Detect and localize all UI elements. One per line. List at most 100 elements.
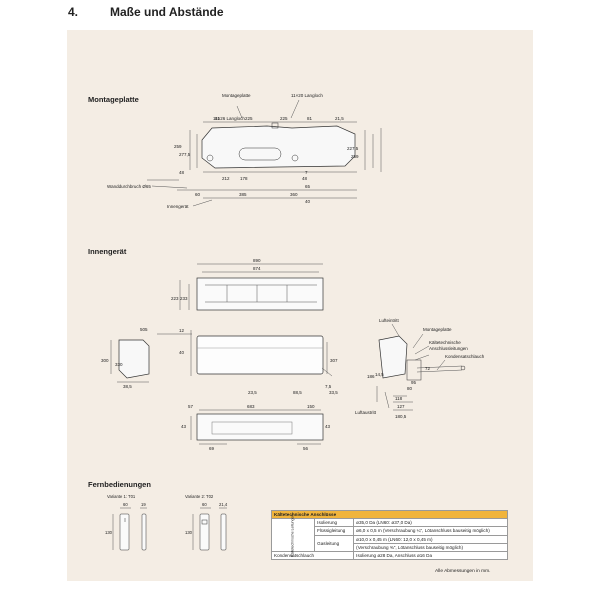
mounting-plate-outline [201, 125, 356, 169]
iu-dim: 118 [395, 396, 403, 401]
remote-t01-side [141, 513, 147, 551]
iu-dim: 307 [330, 358, 338, 363]
iu-dim: 69 [209, 446, 215, 451]
remote-t01-front [119, 513, 130, 551]
mp-dim: 81 [307, 116, 313, 121]
label-condensate-drain: Kondensatschlauch [445, 354, 485, 359]
remote1-dim: 130 [105, 530, 113, 535]
iu-dim: 40 [179, 350, 185, 355]
label-refrigerant-lines-1: Kältetechnische [429, 340, 461, 345]
label-slot-left: 11×26 Langloch [213, 116, 245, 121]
iu-dim: 12 [179, 328, 185, 333]
mounting-plate-hole-left [206, 154, 214, 162]
mp-dim: 65 [305, 184, 311, 189]
remote2-dim: 60 [202, 502, 207, 507]
label-air-inlet: Lufteintritt [379, 318, 400, 323]
table-condensate-label: Kondensatschlauch [270, 551, 355, 561]
heading-title: Maße und Abstände [110, 5, 224, 19]
label-indoor-plate: Montageplatte [423, 327, 452, 332]
pipe-end [460, 365, 466, 371]
heading-number: 4. [68, 5, 79, 19]
iu-dim: 890 [253, 258, 261, 263]
remote2-dim: 130 [185, 530, 193, 535]
remote-t02-side [220, 513, 227, 551]
remote-controls-labels: Variante 1: T01 Variante 2: T02 60 19 13… [105, 494, 228, 535]
iu-dim: 683 [247, 404, 255, 409]
table-row-value: (Verschraubung ⅜", Lötanschluss bauseiti… [353, 542, 508, 553]
label-air-outlet: Luftaustritt [355, 410, 377, 415]
table-row-value: ø35,0 Da (LN60: ø37,0 Da) [353, 518, 508, 528]
table-vertical-label: Kältetechnische Leitungen [290, 514, 295, 557]
mp-dim: 259 [351, 154, 359, 159]
table-row-label: Flüssigleitung [314, 526, 355, 536]
section-label-mounting-plate: Montageplatte [88, 95, 139, 104]
mounting-plate-tab [271, 122, 279, 129]
remote-t02-button [201, 519, 208, 525]
iu-dim: 7,5 [325, 384, 332, 389]
mp-dim: 225 [245, 116, 253, 121]
mp-dim: 48 [302, 176, 308, 181]
iu-dim: 57 [188, 404, 194, 409]
iu-dim: 88,5 [293, 390, 302, 395]
mounting-plate-drawing [147, 99, 382, 207]
iu-dim: 233 [180, 296, 188, 301]
iu-dim: 330 [115, 362, 123, 367]
iu-dim: 186 [367, 374, 375, 379]
iu-dim: 56 [303, 446, 309, 451]
mp-dim: 81 [215, 116, 221, 121]
mp-dim: 178 [240, 176, 248, 181]
indoor-unit-bottom-view [196, 413, 324, 441]
table-vertical-label-cell: Kältetechnische Leitungen [270, 515, 316, 557]
iu-dim: 505 [140, 327, 148, 332]
mp-dim: 60 [195, 192, 201, 197]
indoor-unit-bottom-panel [211, 421, 293, 435]
mp-dim: 40 [305, 199, 311, 204]
refrigerant-connections-table: Kältetechnische Anschlüsse Kältetechnisc… [270, 509, 508, 561]
remote1-dim: 19 [141, 502, 146, 507]
mp-dim: 48 [179, 170, 185, 175]
table-row-value: ø6,0 x 0,5 m (Verschraubung ¼", Lötansch… [353, 526, 508, 536]
technical-drawing: Montageplatte 11×26 Langloch 11×20 Langl… [101, 93, 485, 551]
mounting-plate-hole-right [291, 154, 299, 162]
iu-dim: 180,5 [395, 414, 407, 419]
mp-dim: 385 [239, 192, 247, 197]
table-condensate-value: Isolierung ø28 Da, Anschluss ø16 Da [353, 551, 508, 561]
iu-dim: 874 [253, 266, 261, 271]
section-label-remote-controls: Fernbedienungen [88, 480, 151, 489]
indoor-unit-labels: Lufteintritt Montageplatte Kältetechnisc… [101, 258, 485, 451]
remote2-dim: 21,4 [219, 502, 228, 507]
mp-dim: 225 [280, 116, 288, 121]
label-indoor-unit-ref: Innengerät [167, 204, 189, 209]
footnote: Alle Abmessungen in mm. [435, 569, 491, 574]
iu-dim: 127 [397, 404, 405, 409]
iu-dim: 33,5 [329, 390, 338, 395]
mp-dim: 227,5 [347, 146, 359, 151]
piping-bracket [406, 359, 422, 381]
table-row-value: ø10,0 x 0,45 m (LN60: 12,0 x 0,45 m) [353, 534, 508, 544]
table-header: Kältetechnische Anschlüsse [271, 509, 508, 520]
iu-dim: 23,5 [248, 390, 257, 395]
iu-dim: 223 [171, 296, 179, 301]
table-row-label: Gasleitung [314, 534, 355, 553]
table-row-label: Isolierung [314, 518, 355, 528]
mounting-plate-center-slot [238, 147, 282, 161]
iu-dim: 43 [181, 424, 187, 429]
indoor-unit-top-view [196, 277, 324, 311]
indoor-unit-piping-view [378, 335, 408, 379]
iu-dim: 80 [407, 386, 413, 391]
label-mounting-plate: Montageplatte [222, 93, 251, 98]
indoor-unit-side-view [118, 339, 150, 379]
mounting-plate-labels: Montageplatte 11×26 Langloch 11×20 Langl… [107, 93, 359, 209]
iu-dim: 300 [101, 358, 109, 363]
label-refrigerant-lines-2: Anschlussleitungen [429, 346, 468, 351]
iu-dim: 43 [325, 424, 331, 429]
mp-dim: 21,5 [335, 116, 344, 121]
iu-dim: 150 [307, 404, 315, 409]
mp-dim: 277,5 [179, 152, 191, 157]
indoor-unit-drawing [110, 263, 466, 445]
drawing-panel: Montageplatte Innengerät Fernbedienungen [67, 30, 533, 581]
mp-dim: 212 [222, 176, 230, 181]
label-variant1: Variante 1: T01 [107, 494, 136, 499]
iu-dim: 95 [411, 380, 417, 385]
mp-dim: 360 [290, 192, 298, 197]
